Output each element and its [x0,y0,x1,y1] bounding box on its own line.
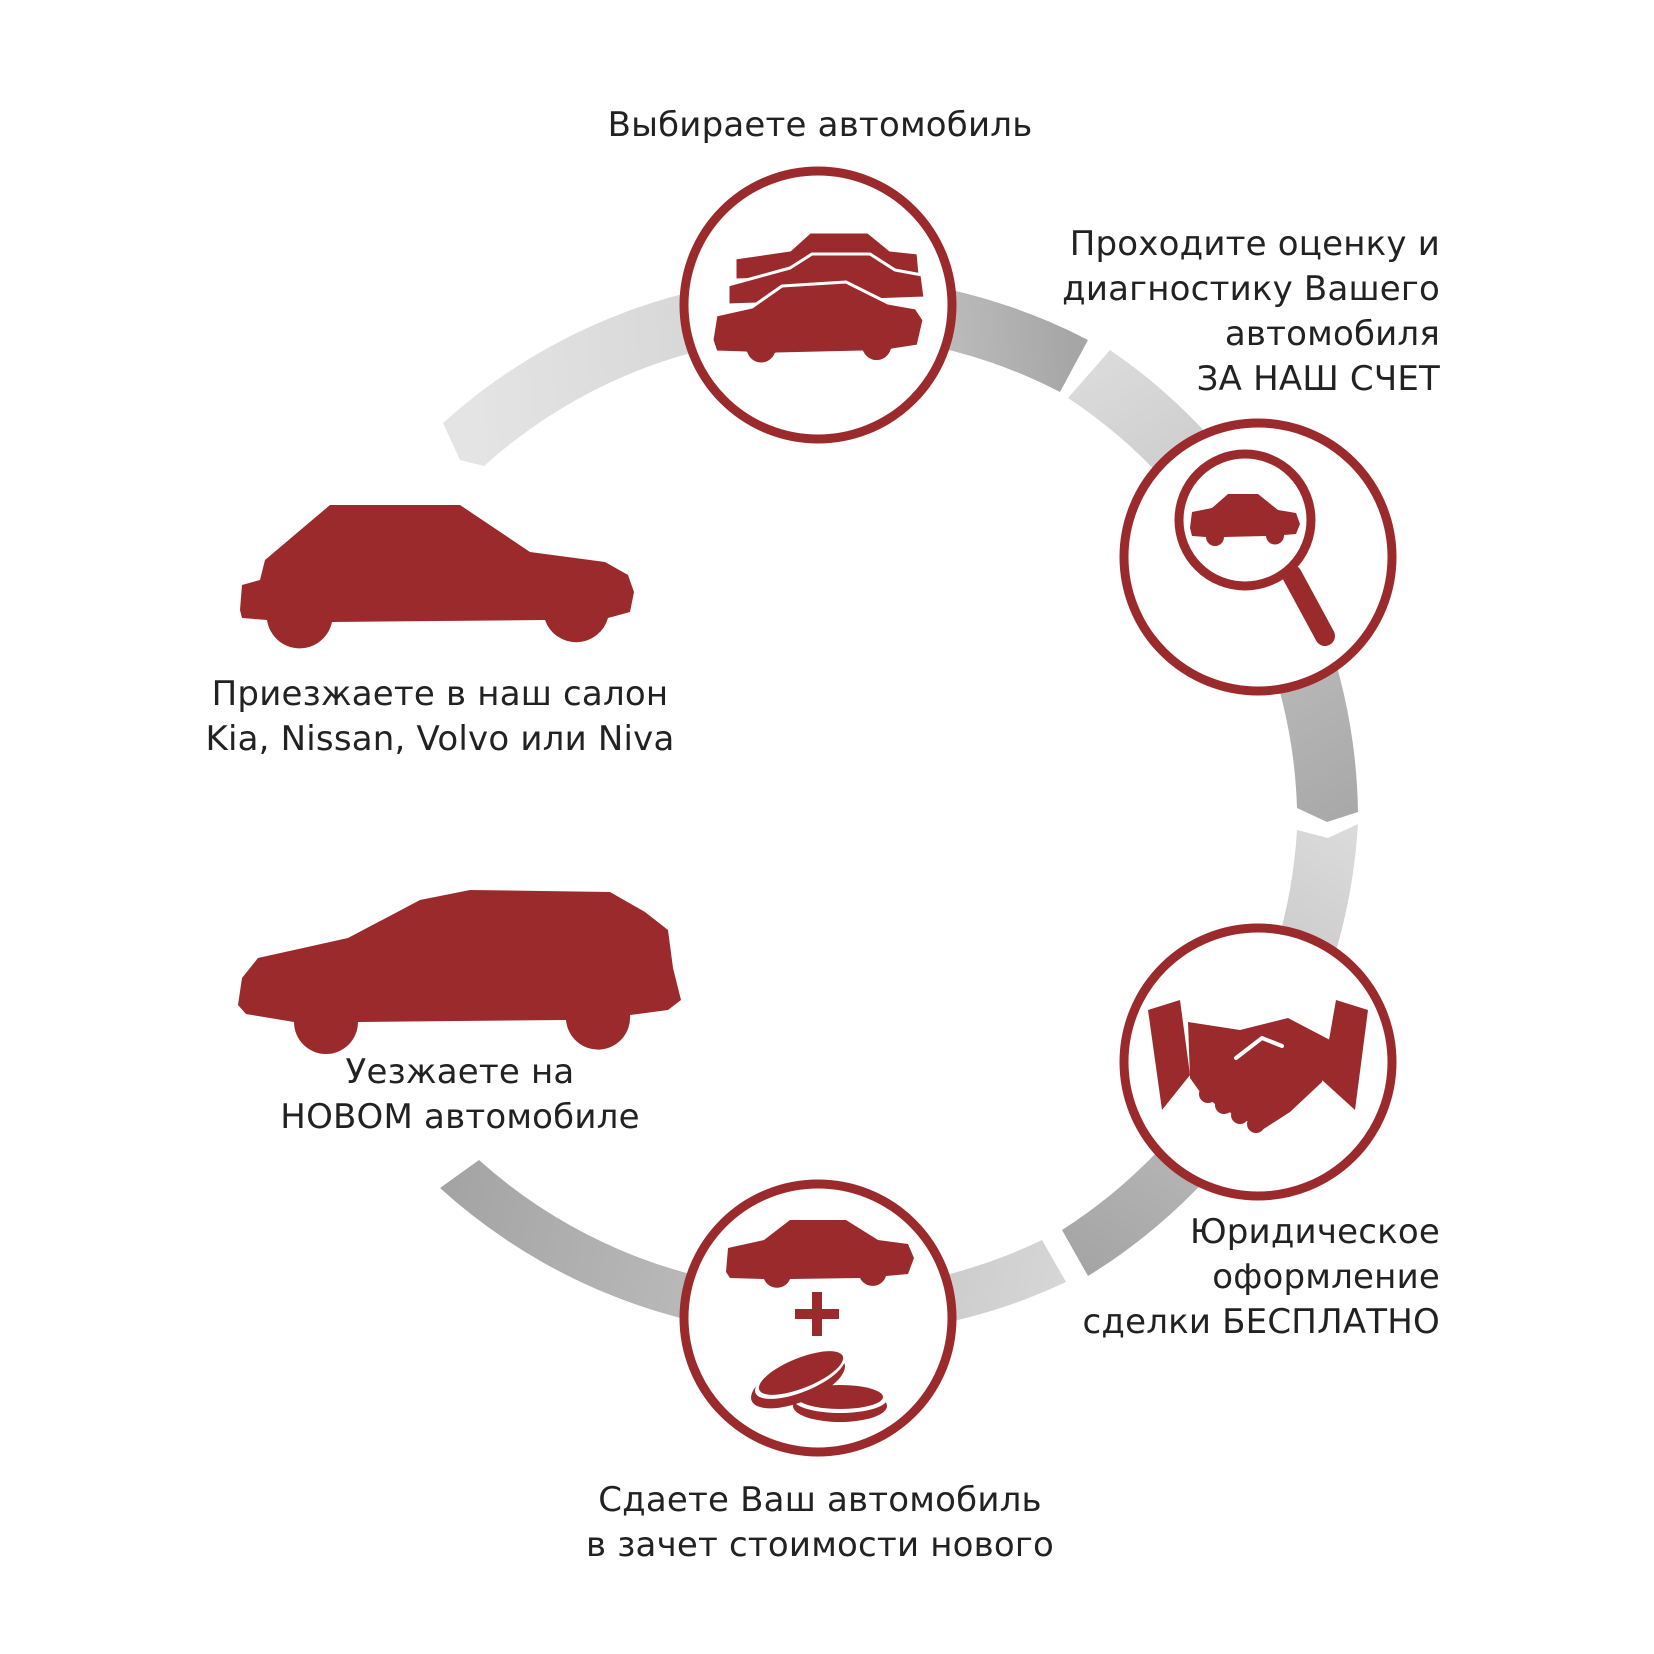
magnifier-car-icon [1174,449,1335,646]
cycle-arc-right-upper [1068,350,1358,822]
step-legal-badge [1119,923,1397,1201]
step-arrive-line: Kia, Nissan, Volvo или Niva [205,719,675,759]
stacked-cars-icon [710,230,927,366]
step-evaluate-line: Проходите оценку и [1069,224,1440,264]
hatchback-icon [240,505,634,649]
handshake-icon [1148,1000,1368,1133]
suv-icon [238,890,681,1054]
step-evaluate-badge [1119,418,1397,696]
step-arrive-label: Приезжаете в наш салон Kia, Nissan, Volv… [160,672,720,762]
step-leave-line: Уезжаете на [345,1052,575,1092]
step-leave-label: Уезжаете на НОВОМ автомобиле [210,1050,710,1140]
step-evaluate-label: Проходите оценку и диагностику Вашего ав… [960,222,1440,402]
step-tradein-badge [679,1179,957,1457]
step-choose-line: Выбираете автомобиль [607,105,1033,145]
step-leave-line: НОВОМ автомобиле [280,1097,640,1137]
step-legal-line: сделки БЕСПЛАТНО [1082,1302,1440,1342]
step-arrive-line: Приезжаете в наш салон [211,674,669,714]
step-legal-line: Юридическое [1189,1212,1440,1252]
step-choose-label: Выбираете автомобиль [520,103,1120,148]
step-evaluate-line: автомобиля [1224,314,1440,354]
step-evaluate-line: диагностику Вашего [1062,269,1440,309]
step-tradein-line: Сдаете Ваш автомобиль [598,1480,1042,1520]
step-tradein-line: в зачет стоимости нового [586,1525,1054,1565]
step-evaluate-line: ЗА НАШ СЧЕТ [1196,359,1440,399]
car-plus-coins-icon [726,1220,914,1422]
step-legal-line: оформление [1212,1257,1440,1297]
step-choose-badge [679,166,957,444]
step-tradein-label: Сдаете Ваш автомобиль в зачет стоимости … [520,1478,1120,1568]
step-legal-label: Юридическое оформление сделки БЕСПЛАТНО [960,1210,1440,1345]
